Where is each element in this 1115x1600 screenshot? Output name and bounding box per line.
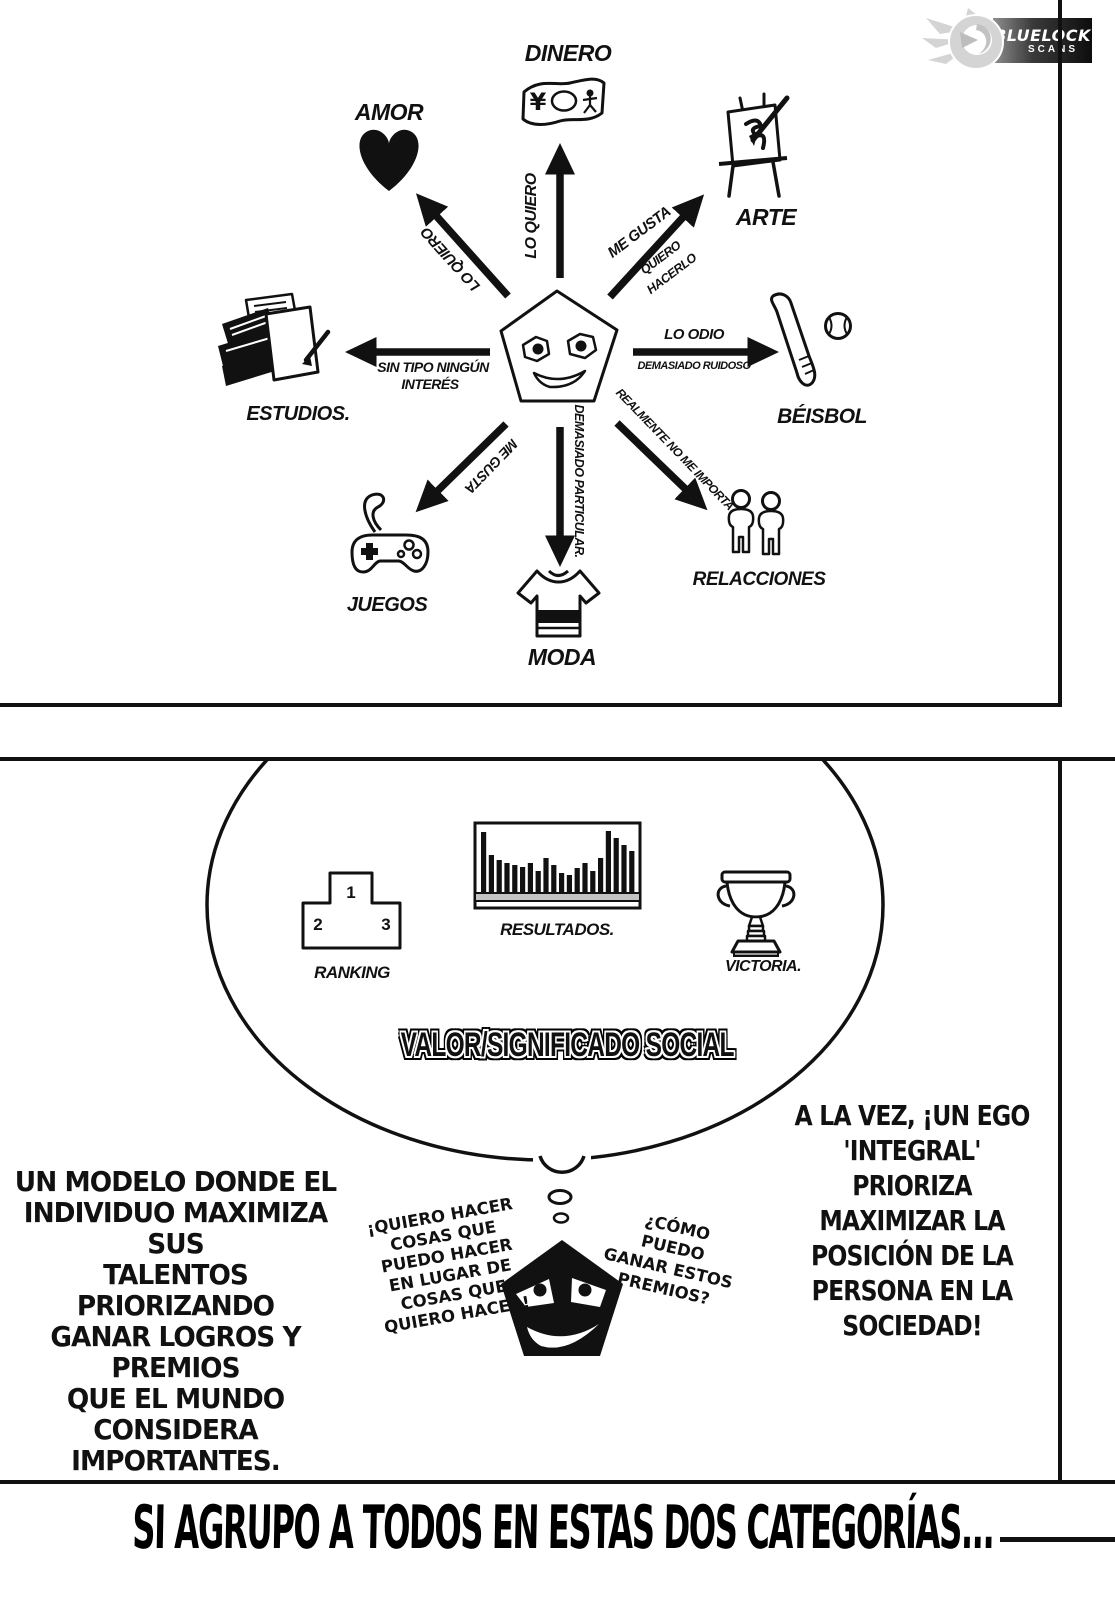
node-label-moda: MODA bbox=[528, 644, 596, 670]
resultados-label: RESULTADOS. bbox=[500, 920, 614, 939]
game-controller-icon bbox=[350, 492, 430, 574]
arrow-juegos bbox=[415, 421, 509, 513]
svg-text:¥: ¥ bbox=[530, 88, 547, 116]
svg-text:3: 3 bbox=[381, 915, 390, 934]
node-label-beisbol: BÉISBOL bbox=[777, 405, 867, 428]
node-label-juegos: JUEGOS bbox=[347, 594, 429, 616]
thought-dot-small bbox=[552, 1212, 570, 1224]
tshirt-icon bbox=[516, 569, 601, 638]
bubble-caption: VALOR/SIGNIFICADO SOCIAL bbox=[400, 1026, 735, 1064]
books-icon bbox=[218, 292, 331, 386]
panel-interests-diagram: LO QUIERO LO QUIERO ME GUSTA QUIERO HACE… bbox=[218, 40, 867, 670]
narration-left: UN MODELO DONDE EL INDIVIDUO MAXIMIZA SU… bbox=[14, 1165, 337, 1477]
pentagon-face-icon bbox=[499, 289, 619, 403]
panel-social-value: 1 2 3 RANKING RESULTADOS. bbox=[0, 757, 1062, 1480]
podium-icon: 1 2 3 bbox=[301, 871, 402, 950]
arrow-label-estudios-1: SIN TIPO NINGÚN bbox=[377, 358, 490, 375]
panel1-right-border bbox=[1058, 0, 1062, 707]
bar-chart-icon bbox=[473, 821, 642, 910]
node-label-estudios: ESTUDIOS. bbox=[246, 403, 349, 425]
arrow-label-relacciones: REALMENTE NO ME IMPORTA bbox=[613, 386, 737, 513]
narration-right: A LA VEZ, ¡UN EGO 'INTEGRAL' PRIORIZA MA… bbox=[794, 1099, 1030, 1342]
node-label-amor: AMOR bbox=[354, 99, 424, 125]
footer-rule bbox=[1000, 1537, 1115, 1542]
arrow-label-beisbol-2: DEMASIADO RUIDOSO bbox=[637, 360, 751, 372]
scanlation-logo: BLUELOCK SCANS bbox=[993, 18, 1092, 63]
logo-subtitle: SCANS bbox=[1027, 43, 1078, 55]
logo-title: BLUELOCK bbox=[994, 25, 1091, 45]
ranking-label: RANKING bbox=[314, 963, 390, 982]
panel1-bottom-border bbox=[0, 703, 1062, 707]
arrow-label-estudios-2: INTERÉS bbox=[401, 376, 459, 392]
panel2-right-border bbox=[1058, 757, 1062, 1484]
baseball-ball-icon bbox=[824, 312, 852, 340]
node-label-arte: ARTE bbox=[735, 204, 797, 230]
thought-bubble-notch bbox=[538, 1155, 586, 1174]
footer-title: SI AGRUPO A TODOS EN ESTAS DOS CATEGORÍA… bbox=[131, 1492, 995, 1563]
heart-icon bbox=[359, 129, 419, 191]
node-label-dinero: DINERO bbox=[525, 40, 612, 66]
panel2-top-border bbox=[0, 757, 1115, 761]
black-pentagon-face-icon bbox=[501, 1240, 623, 1356]
svg-text:2: 2 bbox=[313, 915, 322, 934]
arrow-label-dinero: LO QUIERO bbox=[523, 172, 540, 258]
arrow-label-beisbol-1: LO ODIO bbox=[664, 326, 725, 343]
trophy-icon bbox=[716, 870, 796, 957]
victoria-label: VICTORIA. bbox=[725, 958, 801, 975]
money-bill-icon: ¥ bbox=[521, 77, 606, 126]
svg-text:1: 1 bbox=[346, 883, 355, 902]
arrow-label-moda: DEMASIADO PARTICULAR. bbox=[572, 405, 586, 558]
thought-dot-large bbox=[547, 1189, 573, 1205]
arrow-label-juegos: ME GUSTA bbox=[462, 436, 522, 497]
arrow-arte bbox=[607, 194, 705, 300]
easel-icon bbox=[718, 92, 790, 198]
node-label-relacciones: RELACCIONES bbox=[693, 569, 827, 590]
baseball-bat-icon bbox=[770, 292, 852, 387]
diagram-arrows bbox=[345, 143, 779, 567]
arrow-amor bbox=[415, 193, 511, 299]
people-icon bbox=[727, 489, 785, 556]
arrow-relacciones bbox=[614, 420, 708, 511]
panel2-bottom-border bbox=[0, 1480, 1115, 1484]
phoenix-icon bbox=[922, 8, 1004, 70]
